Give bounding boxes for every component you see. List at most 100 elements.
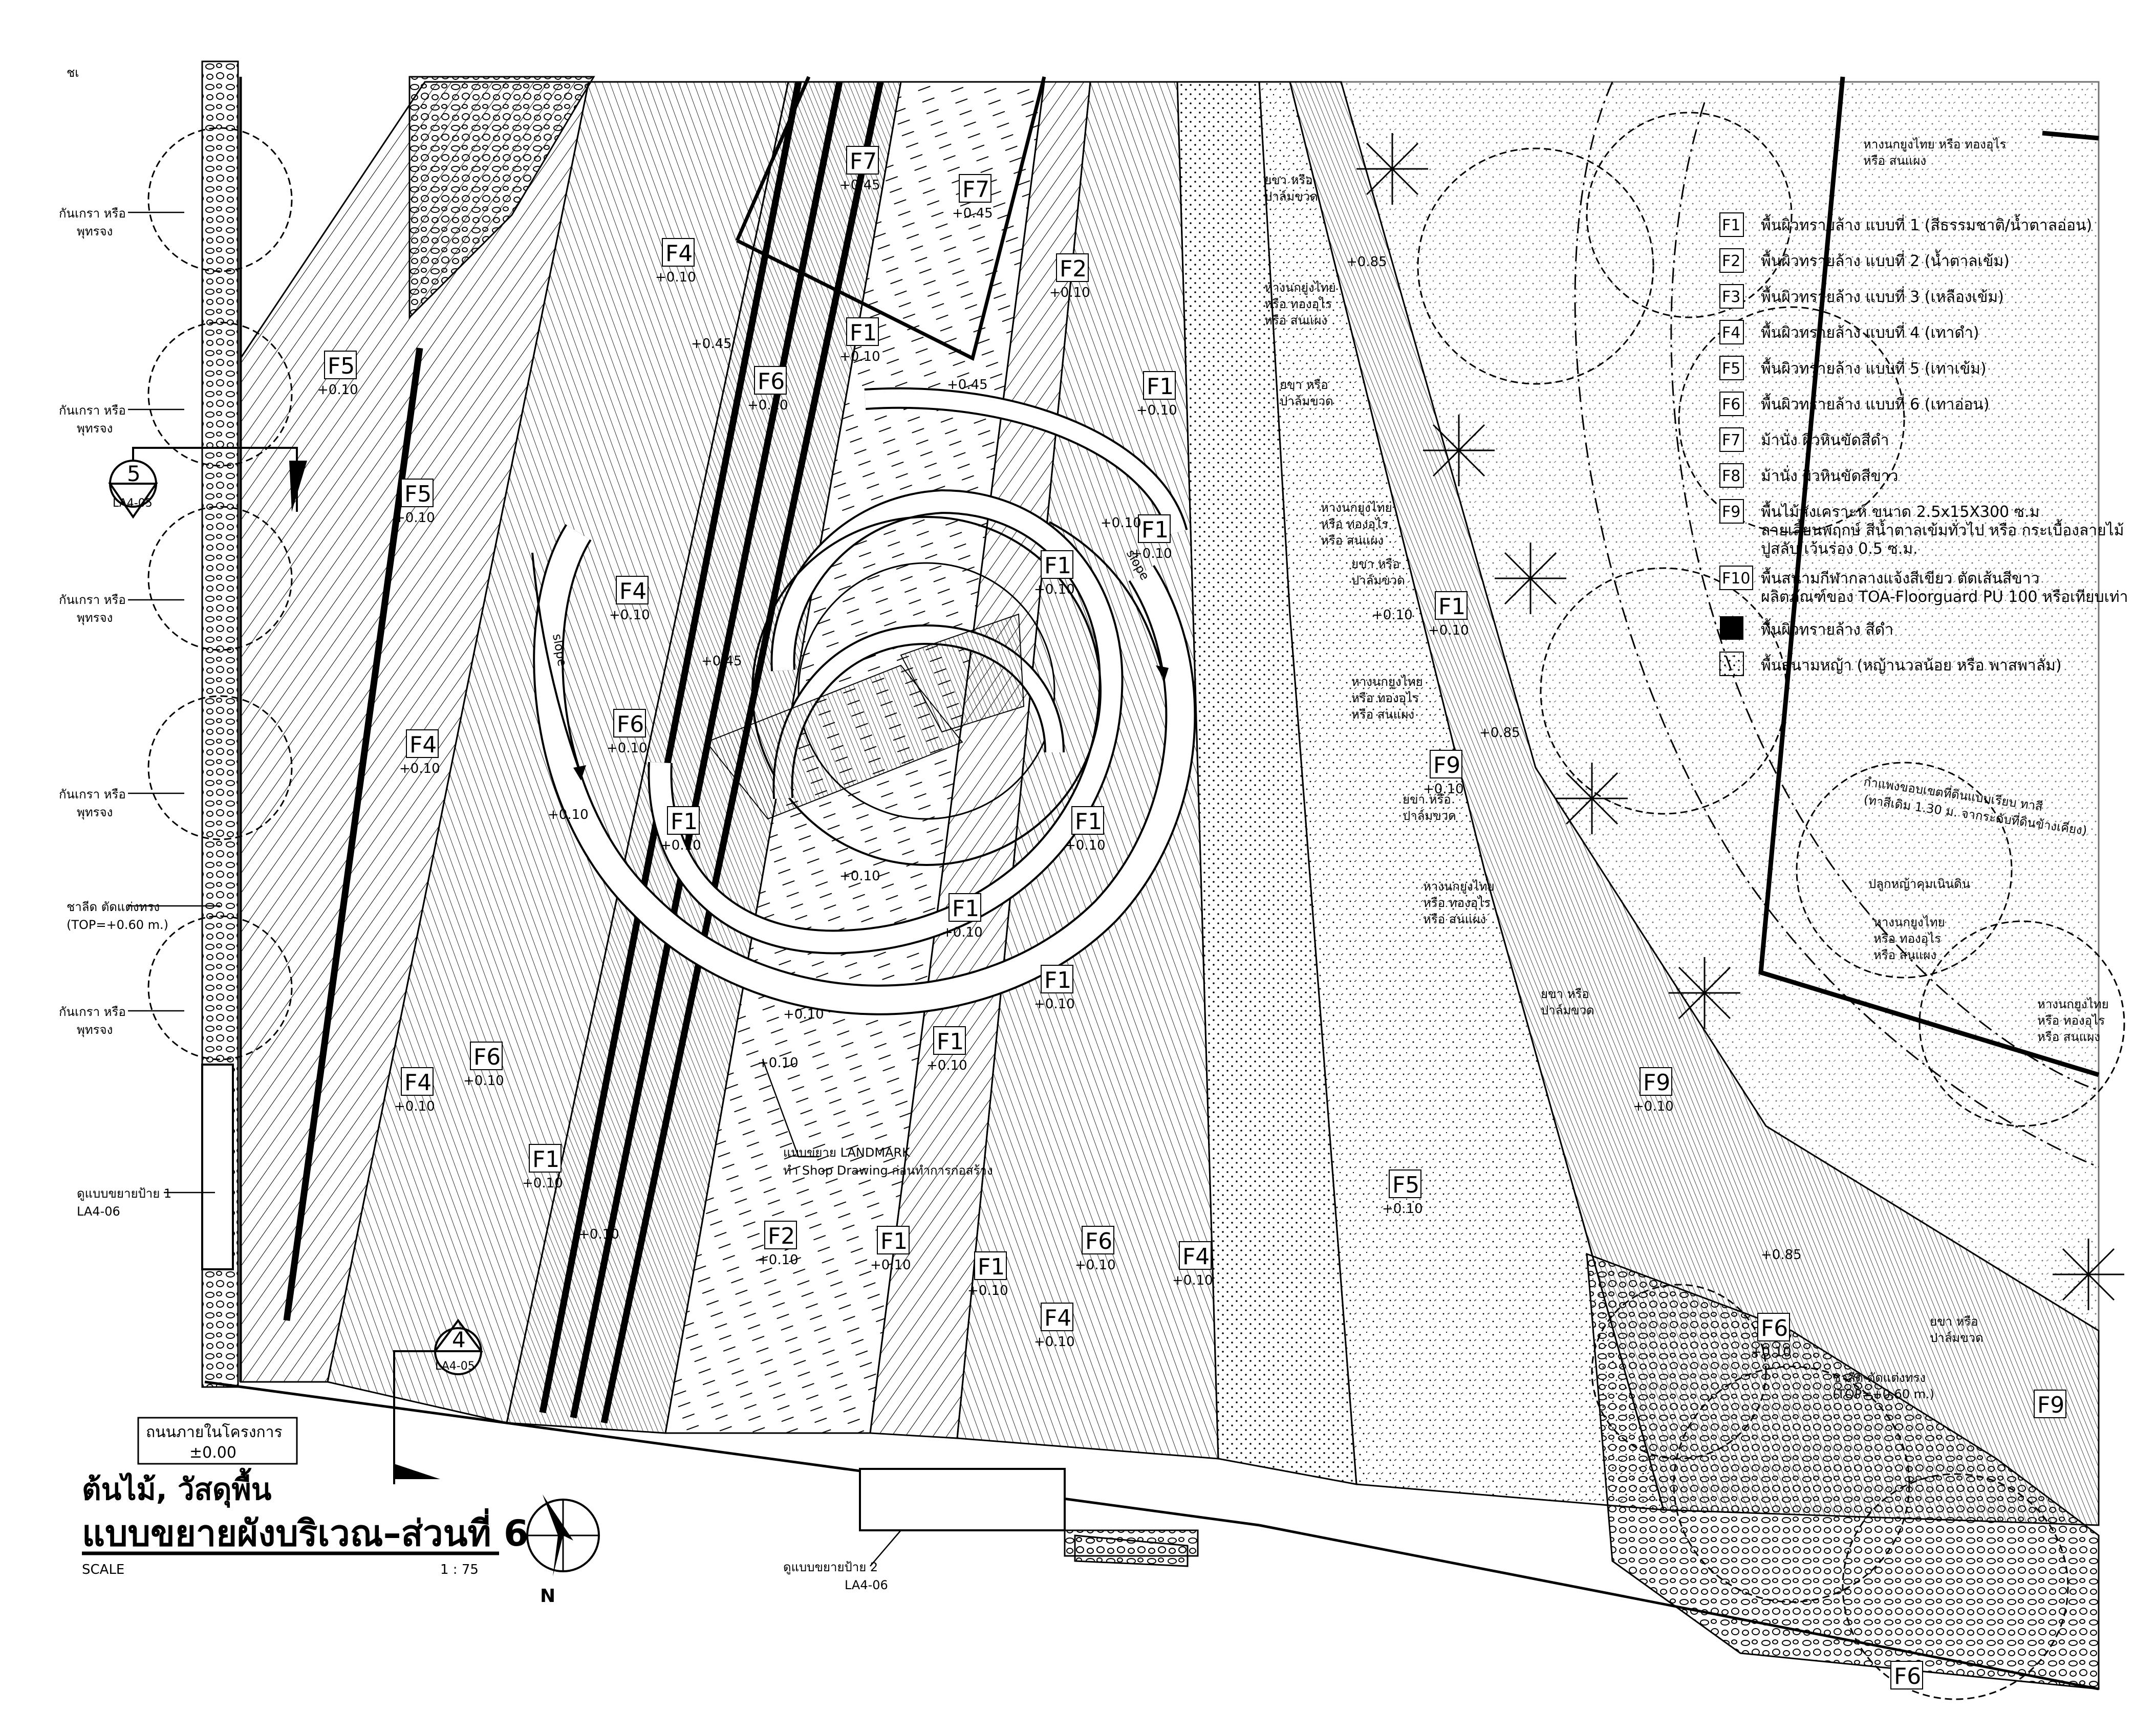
legend-text: พื้นผิวทรายล้าง แบบที่ 5 (เทาเข้ม): [1761, 357, 1987, 378]
tree-note-3-l1: กันเกรา หรือ: [59, 593, 126, 607]
page-title: แบบขยายผังบริเวณ–ส่วนที่ 6: [82, 1508, 529, 1554]
zone-level: +0.10: [660, 838, 701, 853]
zone-level: +0.10: [1075, 1258, 1116, 1273]
plant-note: หรือ ทองอุไร: [1423, 896, 1491, 911]
zone-code: F1: [1141, 517, 1169, 543]
zone-level: +0.10: [942, 925, 983, 940]
legend-code: F6: [1722, 396, 1740, 414]
zone-code: F1: [1438, 594, 1465, 620]
zone-label-f9: F9: [2034, 1390, 2066, 1418]
plant-note: ยขา หรือ: [1930, 1314, 1978, 1329]
legend-code: F8: [1722, 467, 1740, 485]
zone-label-f2: F2+0.10: [1049, 253, 1090, 300]
plant-note: หรือ ทองอุไร: [1351, 691, 1419, 706]
bottom-pebble-band: [1064, 1529, 1199, 1557]
zone-label-f7: F7 +0.45: [952, 174, 993, 221]
zone-code: F4: [619, 578, 646, 604]
zone-label-f1: F1+0.10: [1136, 371, 1177, 418]
zone-code: F5: [404, 481, 432, 507]
zone-code: F7: [850, 148, 877, 175]
tree-note-4-l1: กันเกรา หรือ: [59, 787, 126, 801]
zone-level: +0.10: [399, 761, 440, 776]
legend-row: พื้นสนามหญ้า (หญ้านวลน้อย หรือ พาสพาลั่ม…: [1719, 652, 2062, 676]
plant-note: หางนกยูงไทย หรือ ทองอุไร: [1863, 137, 2007, 152]
legend-code: F4: [1722, 324, 1740, 342]
left-trees: [147, 127, 293, 1060]
section-4-number: 4: [452, 1327, 466, 1352]
slope-arrow-left: [531, 552, 579, 768]
legend-text-2: ลายเสี้ยนพฤกษ์ สีน้ำตาลเข้มทั่วไป หรือ ก…: [1761, 519, 2124, 539]
plant-note: (TOP=+0.60 m.): [1832, 1387, 1934, 1401]
zone-level: +0.45: [952, 206, 993, 221]
scale-value: 1 : 75: [440, 1562, 479, 1577]
zone-code: F7: [962, 177, 989, 203]
zone-level: +0.10: [1034, 997, 1075, 1012]
zone-label-f1: F1+0.10: [967, 1251, 1008, 1298]
landmark-spiral: [533, 387, 1196, 1015]
legend-text: พื้นผิวทรายล้าง แบบที่ 3 (เหลืองเข้ม): [1761, 286, 2004, 306]
plant-note: ยขา หรือ: [1541, 987, 1589, 1001]
road-label: ถนนภายในโครงการ: [146, 1423, 283, 1441]
legend-code: F2: [1722, 252, 1740, 270]
zone-level: +0.10: [926, 1058, 967, 1073]
zone-level: +0.10: [1428, 623, 1469, 638]
zone-level: +0.10: [1633, 1099, 1674, 1114]
zone-label-f1: F1 +0.10: [1428, 591, 1469, 638]
spot-level: +0.85: [1479, 725, 1520, 741]
zone-label-f1: F1+0.10: [926, 1026, 967, 1073]
dashdot-curve-2: [1670, 102, 2099, 1091]
sign2-note-l1: ดูแบบขยายป้าย 2: [783, 1560, 878, 1575]
zone-label-f4: F4+0.10: [399, 729, 440, 776]
zone-level: +0.10: [317, 382, 358, 398]
zone-code: F1: [1075, 809, 1102, 835]
legend-code: F3: [1722, 288, 1740, 306]
dashdot-curve-1: [1574, 81, 2099, 1168]
legend-code: F9: [1722, 503, 1740, 521]
landmark-note-l2: ทำ Shop Drawing ก่อนทำการก่อสร้าง: [783, 1163, 993, 1178]
slope-arrow-left-head: [573, 765, 586, 781]
zone-label-f4: F4+0.10: [1172, 1241, 1213, 1288]
legend-text: พื้นผิวทรายล้าง สีดำ: [1761, 618, 1893, 639]
plant-note: ปาล์มขวด: [1541, 1003, 1594, 1017]
sign1-note-l1: ดูแบบขยายป้าย 1: [77, 1186, 171, 1201]
plant-note: หรือ สนแผง: [1321, 533, 1384, 548]
plant-note: หรือ ทองอุไร: [1264, 297, 1332, 312]
legend-text: พื้นผิวทรายล้าง แบบที่ 1 (สีธรรมชาติ/น้ำ…: [1761, 214, 2092, 234]
legend-row: พื้นผิวทรายล้าง สีดำ: [1720, 616, 1893, 640]
section-5-number: 5: [127, 461, 141, 486]
spot-level: +0.10: [783, 1007, 824, 1022]
spot-level: +0.45: [691, 336, 732, 352]
zone-label-f4: F4 +0.10: [609, 576, 650, 623]
zone-level: +0.10: [1751, 1345, 1792, 1360]
zone-code: F6: [473, 1044, 501, 1070]
legend-text: พื้นผิวทรายล้าง แบบที่ 4 (เทาดำ): [1761, 321, 1979, 342]
zone-level: +0.10: [394, 1099, 435, 1114]
zone-code: F1: [1147, 374, 1174, 400]
tree-note-2-l2: พุทรจง: [77, 421, 113, 436]
plant-note: หรือ สนแผง: [1264, 313, 1327, 328]
zone-code: F9: [1433, 752, 1460, 778]
zone-level: +0.10: [747, 398, 788, 413]
property-wall-top: [2042, 131, 2099, 141]
zone-level: +0.10: [1049, 285, 1090, 300]
spot-level: +0.45: [701, 654, 742, 669]
sign2-note-l2: LA4-06: [845, 1578, 888, 1592]
zone-code: F6: [1085, 1228, 1112, 1254]
plant-note: หางนกยูงไทย: [2037, 997, 2109, 1012]
legend-row: F4 พื้นผิวทรายล้าง แบบที่ 4 (เทาดำ): [1719, 320, 1979, 344]
zone-code: F9: [2037, 1392, 2064, 1418]
plant-note: ปาล์มขวด: [1351, 573, 1405, 588]
palm-symbols: [1356, 133, 2124, 1310]
legend-code: F10: [1722, 570, 1750, 588]
zone-level: +0.10: [839, 349, 880, 364]
zone-level: +0.10: [609, 608, 650, 623]
legend-text-2: ผลิตภัณฑ์ของ TOA-Floorguard PU 100 หรือเ…: [1761, 588, 2128, 606]
zone-label-f2: F2+0.10: [758, 1221, 799, 1268]
zone-level: +0.45: [839, 178, 880, 193]
zone-code: F4: [1182, 1244, 1210, 1270]
zone-level: +0.10: [607, 741, 648, 756]
zone-code: F5: [1392, 1172, 1419, 1198]
zone-label-f1: F1+0.10: [660, 806, 701, 853]
